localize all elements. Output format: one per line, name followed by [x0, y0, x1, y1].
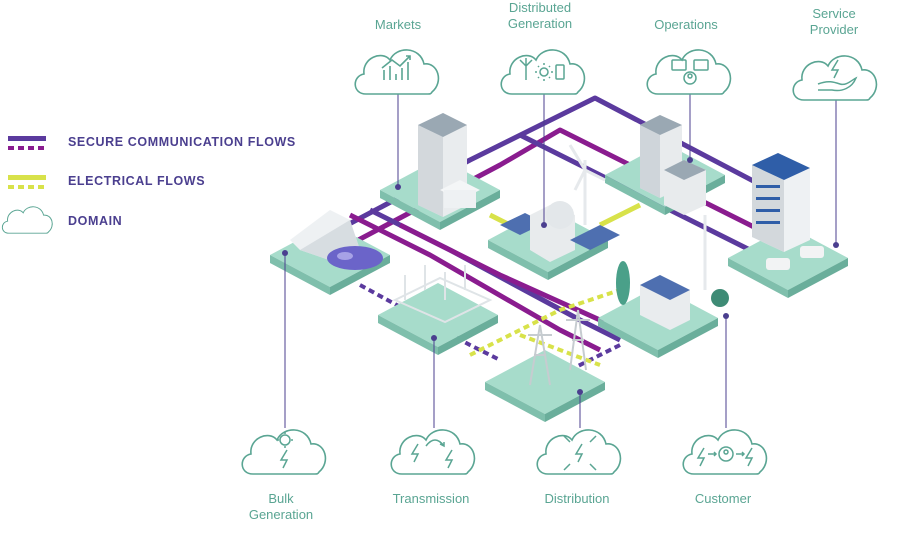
markets-label: Markets: [374, 17, 422, 32]
electrical-flows: [469, 202, 642, 367]
legend-electrical-label: ELECTRICAL FLOWS: [68, 174, 206, 188]
legend-domain-label: DOMAIN: [68, 214, 123, 228]
pylon-icon: [528, 309, 590, 386]
service-provider-cloud: [792, 55, 878, 101]
distributed-generation-cloud: [500, 49, 586, 95]
distribution-label: Distribution: [544, 491, 610, 506]
renewables-icon: [519, 58, 565, 81]
customer-cloud: [682, 429, 768, 475]
connector-dots: [282, 157, 839, 395]
legend: [1, 136, 53, 234]
substation-icon: [392, 265, 493, 324]
distribution-cloud: [536, 429, 622, 475]
bulk-generation-label: Bulk Generation: [249, 491, 313, 523]
distributed-generation-label: Distributed Generation: [508, 0, 572, 32]
legend-electrical-swatch: [8, 175, 46, 189]
legend-secure-swatch: [8, 136, 46, 150]
markets-cloud: [354, 49, 440, 95]
operations-cloud: [646, 49, 732, 95]
lightning-arrow-icon: [410, 439, 454, 469]
service-provider-label: Service Provider: [810, 6, 858, 38]
transmission-label: Transmission: [392, 491, 470, 506]
bulk-generation-label-line1: Bulk: [268, 491, 294, 506]
operations-building-icon: [640, 115, 706, 215]
growth-chart-icon: [381, 55, 411, 80]
dam-icon: [290, 210, 383, 270]
distributed-generation-label-line1: Distributed: [508, 0, 572, 15]
customer-label: Customer: [694, 491, 752, 506]
lightning-distribution-icon: [563, 435, 597, 471]
legend-domain-cloud-icon: [1, 206, 53, 234]
service-provider-building-icon: [752, 153, 824, 270]
transmission-cloud: [390, 429, 476, 475]
service-provider-label-line2: Provider: [809, 22, 859, 37]
bulk-generation-label-line2: Generation: [248, 507, 314, 522]
distributed-generation-label-line2: Generation: [507, 16, 573, 31]
monitor-control-icon: [671, 59, 709, 85]
bulk-generation-cloud: [241, 429, 327, 475]
service-provider-label-line1: Service: [812, 6, 856, 21]
gear-lightning-icon: [277, 432, 293, 469]
distributed-generation-assets-icon: [500, 144, 620, 262]
markets-tower-icon: [418, 113, 480, 217]
operations-label: Operations: [654, 17, 718, 32]
customer-flow-icon: [696, 446, 754, 467]
customer-home-icon: [616, 215, 729, 330]
connector-lines: [284, 94, 837, 428]
hand-energy-icon: [817, 59, 858, 92]
legend-secure-label: SECURE COMMUNICATION FLOWS: [68, 135, 296, 149]
